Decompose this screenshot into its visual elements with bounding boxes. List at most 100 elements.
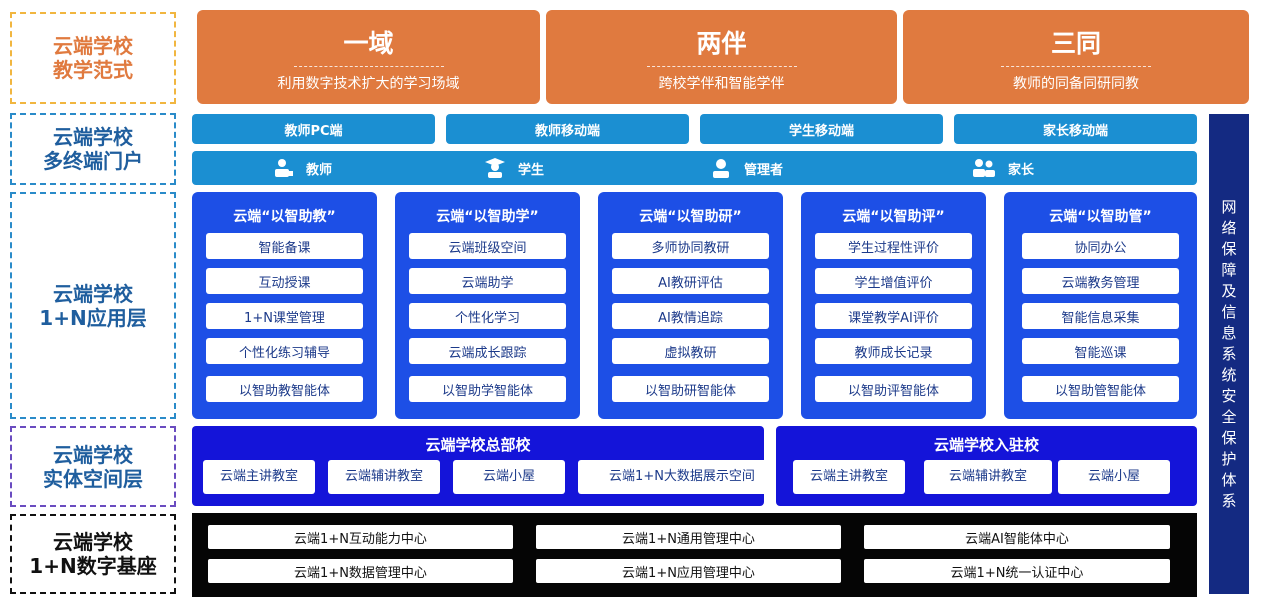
base-center: 云端AI智能体中心: [864, 525, 1170, 549]
app-item: 云端助学: [409, 268, 566, 294]
app-column-title: 云端“以智助学”: [436, 209, 539, 225]
security-char: 安: [1221, 386, 1237, 405]
row-label-app: 云端学校 1+N应用层: [10, 192, 176, 419]
app-item: 1+N课堂管理: [206, 303, 363, 329]
paradigm-divider: [646, 66, 797, 67]
terminal-student-mobile: 学生移动端: [700, 114, 943, 144]
security-char: 系: [1221, 491, 1237, 510]
role-label: 教师: [306, 162, 333, 178]
teacher-icon: [275, 159, 293, 177]
role-label: 管理者: [744, 162, 784, 178]
terminal-teacher-mobile: 教师移动端: [446, 114, 689, 144]
app-item: 多师协同教研: [612, 233, 769, 259]
security-char: 系: [1221, 344, 1237, 363]
paradigm-divider: [1001, 66, 1151, 67]
security-char: 全: [1221, 407, 1237, 426]
role-bar: 教师 学生 管理者 家长: [192, 151, 1197, 185]
security-char: 保: [1221, 239, 1237, 258]
app-column-title: 云端“以智助研”: [639, 209, 742, 225]
security-char: 护: [1221, 449, 1237, 468]
app-column-research: 云端“以智助研” 多师协同教研 AI教研评估 AI教情追踪 虚拟教研 以智助研智…: [598, 192, 783, 419]
paradigm-subtitle: 跨校学伴和智能学伴: [658, 76, 785, 92]
room: 云端小屋: [1058, 460, 1170, 494]
paradigm-block-two-companions: 两伴 跨校学伴和智能学伴: [546, 10, 897, 104]
room: 云端辅讲教室: [924, 460, 1052, 494]
campus-member: 云端学校入驻校 云端主讲教室 云端辅讲教室 云端小屋: [776, 426, 1197, 506]
app-item: 云端班级空间: [409, 233, 566, 259]
app-item: 互动授课: [206, 268, 363, 294]
app-column-title: 云端“以智助管”: [1049, 209, 1152, 225]
row-label-paradigm: 云端学校 教学范式: [10, 12, 176, 104]
parent-icon: [973, 159, 995, 177]
app-item: 以智助教智能体: [206, 376, 363, 402]
terminal-teacher-pc: 教师PC端: [192, 114, 435, 144]
row-label-portal: 云端学校 多终端门户: [10, 113, 176, 185]
app-item: 智能巡课: [1022, 338, 1179, 364]
role-parent: 家长: [972, 151, 1034, 185]
app-column-teach: 云端“以智助教” 智能备课 互动授课 1+N课堂管理 个性化练习辅导 以智助教智…: [192, 192, 377, 419]
app-column-title: 云端“以智助教”: [233, 209, 336, 225]
app-item: 课堂教学AI评价: [815, 303, 972, 329]
app-column-manage: 云端“以智助管” 协同办公 云端教务管理 智能信息采集 智能巡课 以智助管智能体: [1004, 192, 1197, 419]
room: 云端辅讲教室: [328, 460, 440, 494]
security-char: 障: [1221, 260, 1237, 279]
paradigm-subtitle: 利用数字技术扩大的学习场域: [277, 76, 460, 92]
row-label-base: 云端学校 1+N数字基座: [10, 514, 176, 594]
paradigm-title: 一域: [343, 29, 394, 58]
app-item: 智能备课: [206, 233, 363, 259]
base-center: 云端1+N应用管理中心: [536, 559, 841, 583]
app-item: 云端教务管理: [1022, 268, 1179, 294]
paradigm-title: 三同: [1050, 29, 1101, 58]
app-column-learn: 云端“以智助学” 云端班级空间 云端助学 个性化学习 云端成长跟踪 以智助学智能…: [395, 192, 580, 419]
terminal-parent-mobile: 家长移动端: [954, 114, 1197, 144]
app-item: 以智助学智能体: [409, 376, 566, 402]
app-item: 以智助研智能体: [612, 376, 769, 402]
paradigm-block-three-same: 三同 教师的同备同研同教: [903, 10, 1249, 104]
base-center: 云端1+N通用管理中心: [536, 525, 841, 549]
security-char: 体: [1221, 470, 1237, 489]
security-char: 及: [1221, 281, 1237, 300]
room: 云端小屋: [453, 460, 565, 494]
security-char: 络: [1221, 218, 1237, 237]
app-column-title: 云端“以智助评”: [842, 209, 945, 225]
role-label: 家长: [1008, 162, 1035, 178]
app-column-evaluate: 云端“以智助评” 学生过程性评价 学生增值评价 课堂教学AI评价 教师成长记录 …: [801, 192, 986, 419]
app-item: AI教情追踪: [612, 303, 769, 329]
app-item: 云端成长跟踪: [409, 338, 566, 364]
security-system-bar: 网 络 保 障 及 信 息 系 统 安 全 保 护 体 系: [1209, 114, 1249, 594]
role-teacher: 教师: [272, 151, 332, 185]
paradigm-subtitle: 教师的同备同研同教: [1013, 76, 1139, 92]
security-char: 信: [1221, 302, 1237, 321]
app-item: 教师成长记录: [815, 338, 972, 364]
digital-base: 云端1+N互动能力中心 云端1+N通用管理中心 云端AI智能体中心 云端1+N数…: [192, 513, 1197, 597]
paradigm-title: 两伴: [696, 29, 747, 58]
app-item: 虚拟教研: [612, 338, 769, 364]
app-item: 学生过程性评价: [815, 233, 972, 259]
paradigm-block-one-domain: 一域 利用数字技术扩大的学习场域: [197, 10, 540, 104]
security-char: 统: [1221, 365, 1237, 384]
room: 云端主讲教室: [793, 460, 905, 494]
role-label: 学生: [518, 162, 545, 178]
app-item: 个性化学习: [409, 303, 566, 329]
app-item: 智能信息采集: [1022, 303, 1179, 329]
room: 云端1+N大数据展示空间: [578, 460, 786, 494]
admin-icon: [713, 159, 729, 178]
role-admin: 管理者: [710, 151, 783, 185]
app-item: 以智助管智能体: [1022, 376, 1179, 402]
paradigm-divider: [293, 66, 444, 67]
base-center: 云端1+N数据管理中心: [208, 559, 513, 583]
security-char: 息: [1221, 323, 1237, 342]
student-icon: [485, 158, 505, 178]
app-item: 以智助评智能体: [815, 376, 972, 402]
campus-headquarters: 云端学校总部校 云端主讲教室 云端辅讲教室 云端小屋 云端1+N大数据展示空间: [192, 426, 786, 506]
role-student: 学生: [484, 151, 544, 185]
campus-title: 云端学校总部校: [425, 436, 531, 454]
row-label-space: 云端学校 实体空间层: [10, 426, 176, 507]
room: 云端主讲教室: [203, 460, 315, 494]
app-item: 个性化练习辅导: [206, 338, 363, 364]
security-char: 保: [1221, 428, 1237, 447]
app-item: AI教研评估: [612, 268, 769, 294]
app-item: 协同办公: [1022, 233, 1179, 259]
campus-title: 云端学校入驻校: [933, 436, 1039, 454]
base-center: 云端1+N互动能力中心: [208, 525, 513, 549]
